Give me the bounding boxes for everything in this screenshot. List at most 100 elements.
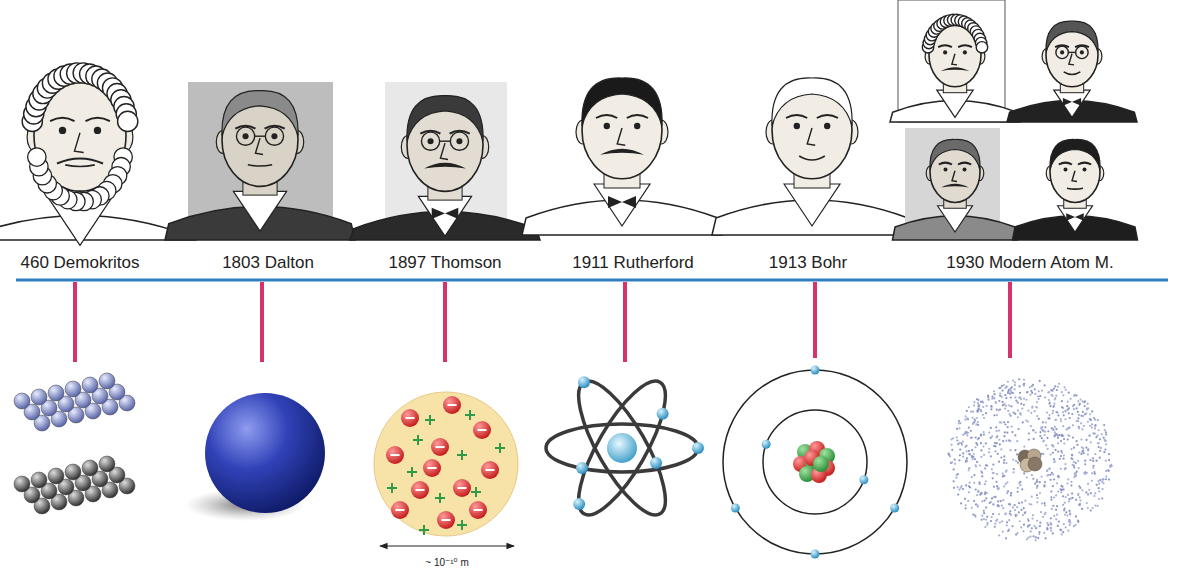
cloud-dot — [1077, 411, 1079, 413]
portrait — [1013, 139, 1138, 240]
portrait-hair — [222, 91, 298, 137]
cloud-dot — [955, 477, 957, 479]
minus-sign — [416, 489, 425, 491]
cloud-dot — [957, 443, 959, 445]
cloud-dot — [1104, 429, 1106, 431]
cloud-dot — [990, 405, 992, 407]
cloud-dot — [966, 460, 968, 462]
cloud-dot — [998, 487, 1000, 489]
cloud-dot — [969, 486, 971, 488]
cloud-dot — [1065, 389, 1067, 391]
cloud-dot — [1081, 400, 1083, 402]
cloud-dot — [1015, 534, 1017, 536]
cloud-dot — [994, 526, 996, 528]
cloud-dot — [1028, 432, 1030, 434]
cloud-dot — [1040, 511, 1042, 513]
cloud-dot — [1038, 398, 1040, 400]
cloud-dot — [984, 500, 986, 502]
cloud-dot — [991, 406, 993, 408]
cloud-dot — [1089, 425, 1091, 427]
cloud-dot — [1093, 471, 1095, 473]
cloud-dot — [1022, 514, 1024, 516]
portrait — [893, 128, 1018, 240]
portrait-nose — [440, 143, 448, 159]
cloud-dot — [1027, 410, 1029, 412]
cloud-dot — [957, 493, 959, 495]
cloud-dot — [975, 442, 977, 444]
cloud-dot — [1052, 452, 1054, 454]
plus-sign — [391, 483, 393, 493]
cloud-dot — [971, 449, 973, 451]
cloud-dot — [1028, 439, 1030, 441]
cloud-dot — [997, 488, 999, 490]
cloud-dot — [1041, 437, 1043, 439]
cloud-dot — [1079, 398, 1081, 400]
cloud-dot — [1069, 513, 1071, 515]
cloud-dot — [1040, 427, 1042, 429]
portrait-nose — [807, 128, 815, 145]
cloud-dot — [1107, 470, 1109, 472]
cloud-dot — [1059, 458, 1061, 460]
cloud-dot — [996, 473, 998, 475]
portrait-eye — [59, 127, 66, 134]
cloud-dot — [987, 522, 989, 524]
cloud-dot — [1064, 463, 1066, 465]
cloud-dot — [1006, 521, 1008, 523]
cloud-dot — [1048, 414, 1050, 416]
cloud-dot — [1058, 383, 1060, 385]
cloud-dot — [1019, 520, 1021, 522]
cloud-dot — [1096, 435, 1098, 437]
cloud-dot — [1030, 503, 1032, 505]
cloud-dot — [1062, 458, 1064, 460]
cloud-dot — [1050, 405, 1052, 407]
cloud-dot — [1081, 428, 1083, 430]
cloud-dot — [1060, 455, 1062, 457]
cloud-dot — [1053, 478, 1055, 480]
cloud-dot — [1109, 466, 1111, 468]
cloud-dot — [977, 491, 979, 493]
cloud-dot — [1029, 536, 1031, 538]
cloud-dot — [1005, 440, 1007, 442]
cloud-dot — [971, 507, 973, 509]
cloud-dot — [1039, 525, 1041, 527]
cloud-dot — [1105, 470, 1107, 472]
portrait — [522, 78, 722, 235]
cloud-dot — [982, 445, 984, 447]
cloud-dot — [1039, 395, 1041, 397]
cloud-dot — [1005, 512, 1007, 514]
cloud-dot — [971, 455, 973, 457]
cloud-dot — [998, 409, 1000, 411]
cloud-dot — [1099, 438, 1101, 440]
portrait-hair — [1050, 139, 1100, 169]
cloud-dot — [975, 488, 977, 490]
portrait-hair — [407, 96, 483, 142]
cloud-dot — [1064, 418, 1066, 420]
cloud-dot — [1078, 452, 1080, 454]
cloud-dot — [1039, 522, 1041, 524]
cloud-dot — [1037, 537, 1039, 539]
cloud-dot — [998, 513, 1000, 515]
cloud-dot — [966, 434, 968, 436]
portrait-glasses — [1056, 46, 1068, 58]
cloud-dot — [1003, 462, 1005, 464]
cloud-dot — [953, 468, 955, 470]
cloud-dot — [985, 506, 987, 508]
portrait-glasses — [440, 140, 451, 141]
timeline-label: 1911 Rutherford — [572, 253, 694, 273]
cloud-dot — [1094, 473, 1096, 475]
cloud-dot — [1087, 483, 1089, 485]
cloud-dot — [1059, 528, 1061, 530]
cloud-dot — [1050, 530, 1052, 532]
cloud-dot — [1052, 406, 1054, 408]
portrait-curl — [976, 42, 987, 53]
cloud-dot — [973, 453, 975, 455]
portrait-glasses — [236, 127, 254, 145]
cloud-dot — [1038, 418, 1040, 420]
cloud-dot — [1038, 531, 1040, 533]
cloud-dot — [1004, 513, 1006, 515]
cloud-dot — [1088, 435, 1090, 437]
cloud-dot — [956, 428, 958, 430]
cloud-dot — [1087, 494, 1089, 496]
cloud-dot — [1081, 489, 1083, 491]
